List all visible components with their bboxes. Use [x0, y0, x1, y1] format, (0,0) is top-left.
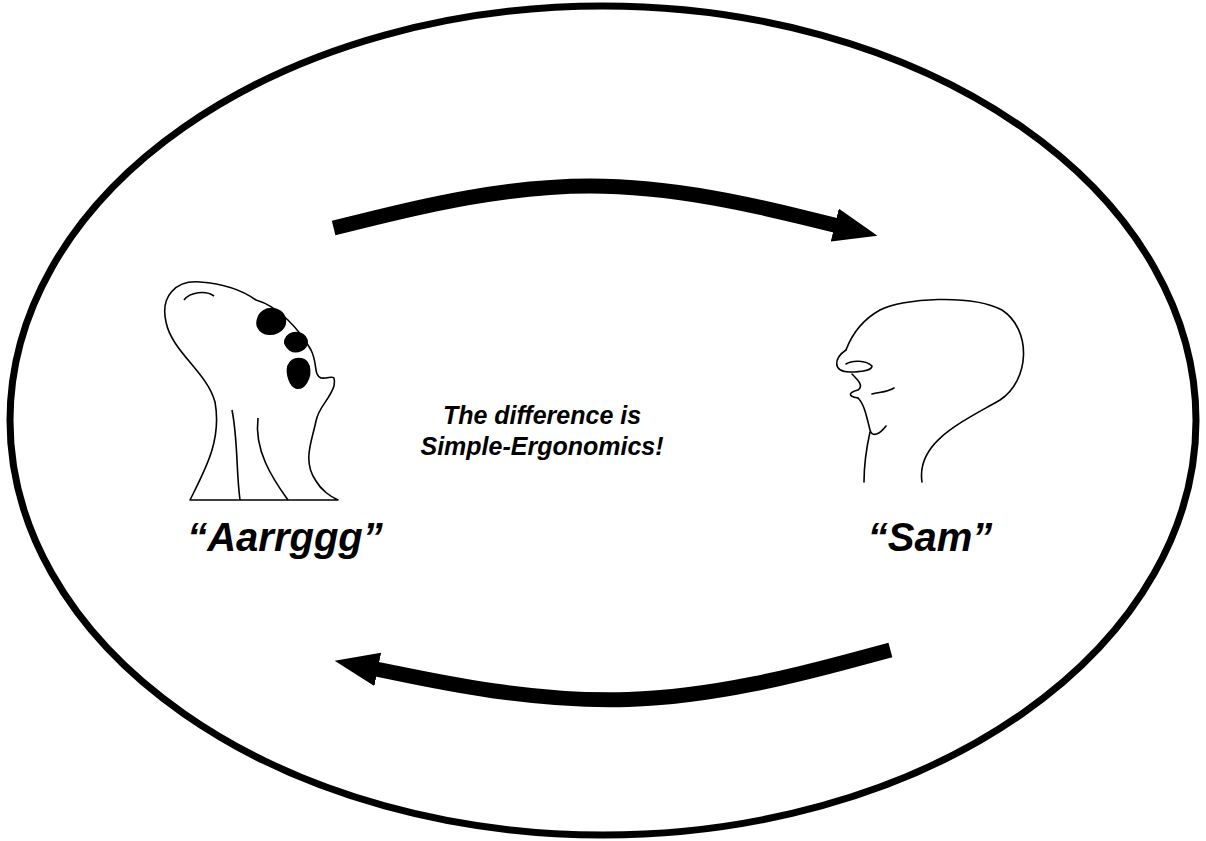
ellipse-outline [10, 6, 1196, 835]
curved-arrow [334, 186, 847, 228]
smiling-face [837, 299, 1024, 482]
screaming-head [165, 282, 338, 500]
figure-box: “Sam” [820, 300, 1040, 565]
figure-label: “Aarrggg” [187, 513, 383, 565]
figure-label: “Sam” [868, 513, 993, 565]
curved-arrow [366, 650, 890, 700]
slogan-text: The difference is Simple-Ergonomics! [397, 400, 687, 462]
figure-box: “Aarrggg” [150, 270, 420, 565]
